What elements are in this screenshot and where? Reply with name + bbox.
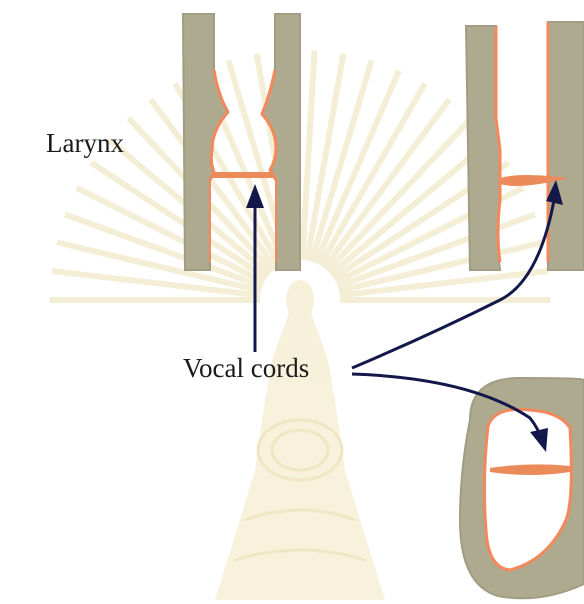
larynx-closed-right xyxy=(466,22,584,270)
larynx-label: Larynx xyxy=(46,130,124,157)
right-wall-closed xyxy=(548,22,584,270)
vocal-cords-label: Vocal cords xyxy=(183,355,309,382)
watermark-body xyxy=(215,280,385,600)
vocal-cord-open xyxy=(212,172,274,178)
larynx-open-left xyxy=(183,14,300,270)
larynx-top-view xyxy=(460,378,584,598)
